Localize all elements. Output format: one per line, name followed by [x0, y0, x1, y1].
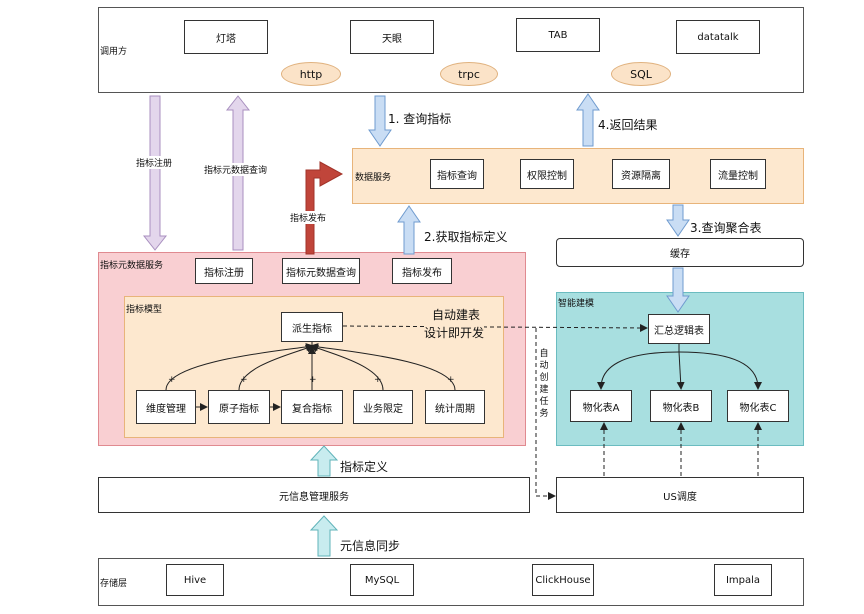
caller-datatalk[interactable]: datatalk [676, 20, 760, 54]
protocol-trpc: trpc [440, 62, 498, 86]
label-meta-sync: 元信息同步 [340, 539, 401, 553]
caller-tab[interactable]: TAB [516, 18, 600, 52]
label-design-dev: 设计即开发 [424, 324, 485, 341]
label-auto-build: 自动建表 [432, 306, 481, 323]
protocol-sql: SQL [611, 62, 671, 86]
plus-3: + [309, 375, 317, 385]
label-metric-def: 指标定义 [340, 460, 389, 474]
metric-model-title: 指标模型 [126, 305, 163, 315]
us-schedule-box[interactable]: US调度 [556, 477, 804, 513]
summary-table[interactable]: 汇总逻辑表 [648, 314, 710, 344]
caller-tianyan[interactable]: 天眼 [350, 20, 434, 54]
label-return: 4.返回结果 [598, 118, 658, 132]
cache-box[interactable]: 缓存 [556, 238, 804, 267]
business-limit[interactable]: 业务限定 [353, 390, 413, 424]
label-get-def: 2.获取指标定义 [424, 230, 508, 244]
arrow-query-agg [666, 204, 690, 237]
mat-table-c[interactable]: 物化表C [727, 390, 789, 422]
ds-flow-control[interactable]: 流量控制 [710, 159, 766, 189]
mm-publish[interactable]: 指标发布 [392, 258, 452, 284]
label-query-agg: 3.查询聚合表 [690, 221, 762, 235]
storage-mysql[interactable]: MySQL [350, 564, 414, 596]
caller-dengta[interactable]: 灯塔 [184, 20, 268, 54]
label-query: 1. 查询指标 [388, 112, 452, 126]
arrow-register [142, 95, 168, 251]
dimension-mgmt[interactable]: 维度管理 [136, 390, 196, 424]
mm-meta-query[interactable]: 指标元数据查询 [282, 258, 360, 284]
arrow-cache-summary [666, 267, 690, 313]
composite-metric[interactable]: 复合指标 [281, 390, 343, 424]
mat-table-b[interactable]: 物化表B [650, 390, 712, 422]
plus-4: + [374, 375, 382, 385]
derived-metric[interactable]: 派生指标 [281, 312, 343, 342]
ds-resource-isolation[interactable]: 资源隔离 [612, 159, 670, 189]
label-auto-task: 自动创建任务 [538, 348, 550, 420]
label-register: 指标注册 [136, 156, 173, 169]
protocol-http: http [281, 62, 341, 86]
arrow-query [368, 95, 392, 147]
arrow-meta-sync [309, 515, 339, 557]
plus-1: + [168, 375, 176, 385]
plus-5: + [447, 375, 455, 385]
label-publish: 指标发布 [290, 211, 327, 224]
mm-register[interactable]: 指标注册 [195, 258, 253, 284]
storage-hive[interactable]: Hive [166, 564, 224, 596]
arrow-return [576, 93, 600, 147]
caller-title: 调用方 [100, 47, 128, 57]
storage-impala[interactable]: Impala [714, 564, 772, 596]
ds-permission[interactable]: 权限控制 [520, 159, 574, 189]
storage-title: 存储层 [100, 579, 128, 589]
label-meta-query: 指标元数据查询 [204, 163, 268, 176]
mat-table-a[interactable]: 物化表A [570, 390, 632, 422]
data-service-title: 数据服务 [355, 173, 392, 183]
ds-metric-query[interactable]: 指标查询 [430, 159, 484, 189]
arrow-get-def [397, 205, 421, 255]
atomic-metric[interactable]: 原子指标 [208, 390, 270, 424]
plus-2: + [240, 375, 248, 385]
arrow-metric-def [309, 445, 339, 477]
smart-model-title: 智能建模 [558, 299, 595, 309]
arrow-publish [305, 161, 344, 255]
metric-meta-title: 指标元数据服务 [100, 261, 164, 271]
meta-mgmt-box[interactable]: 元信息管理服务 [98, 477, 530, 513]
stat-period[interactable]: 统计周期 [425, 390, 485, 424]
storage-clickhouse[interactable]: ClickHouse [532, 564, 594, 596]
